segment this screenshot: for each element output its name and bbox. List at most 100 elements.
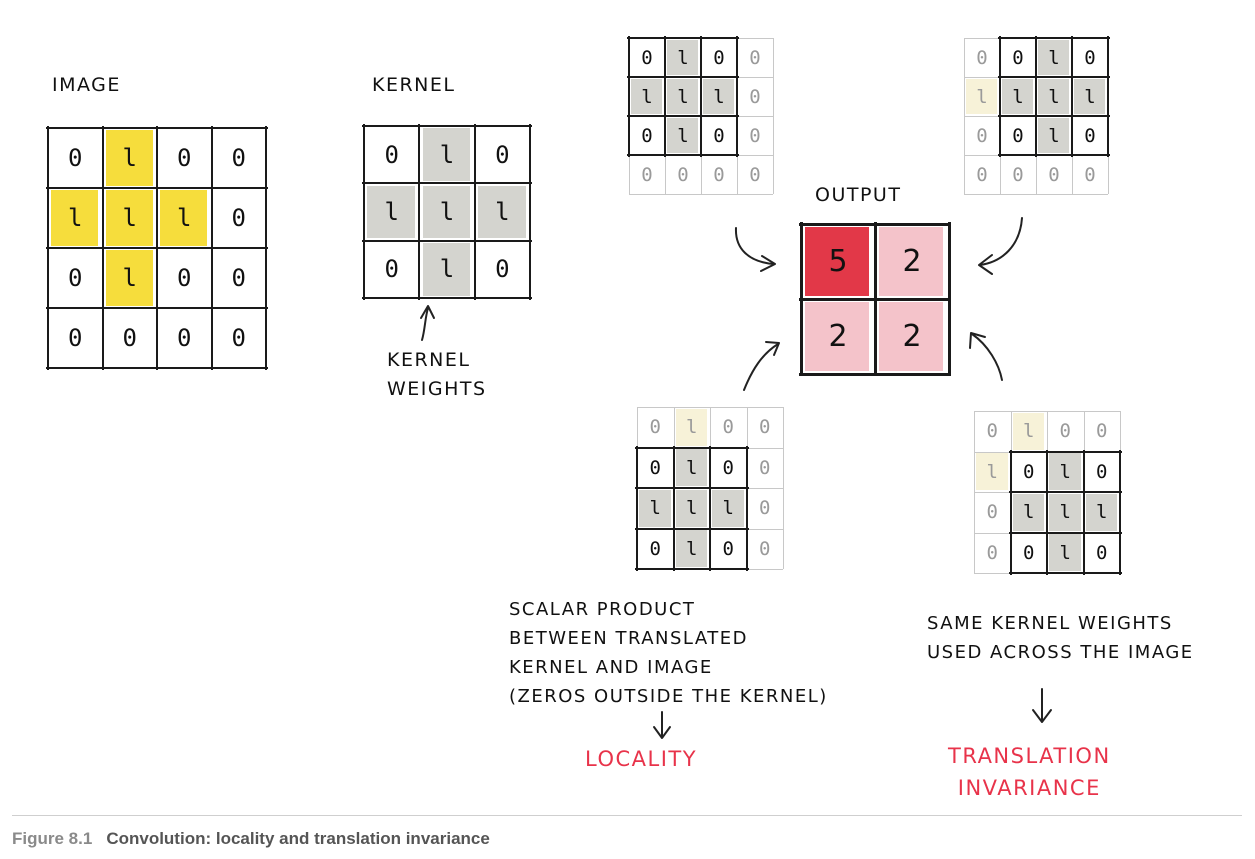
grid-line [362, 297, 532, 299]
cell-value: 0 [749, 46, 761, 69]
arrow-to-translation-invariance [1032, 688, 1052, 723]
cell-value: l [439, 255, 455, 284]
bl-cell: 0 [637, 407, 674, 448]
faint-grid-line [629, 194, 773, 195]
cell-value: 0 [759, 537, 771, 560]
cell-shade [422, 128, 471, 182]
bl-cell: 0 [710, 407, 747, 448]
br-cell: l [1011, 492, 1048, 533]
scalar-product-note: SCALAR PRODUCT BETWEEN TRANSLATED KERNEL… [509, 599, 828, 707]
cell-value: l [686, 416, 698, 439]
cell-value: 0 [713, 124, 725, 147]
image-cell: 0 [157, 248, 212, 308]
tr-cell: l [1036, 116, 1072, 155]
grid-line [998, 76, 1110, 78]
image-cell: l [157, 188, 212, 248]
cell-shade [1002, 78, 1034, 115]
grid-line [418, 124, 421, 300]
cell-value: 0 [976, 124, 988, 147]
tl-cell: 0 [701, 116, 737, 155]
tl-cell: 0 [737, 155, 773, 194]
cell-value: 0 [495, 255, 510, 284]
cell-value: 0 [68, 264, 83, 292]
cell-shade [675, 449, 708, 487]
grid-line [736, 36, 738, 157]
grid-line [473, 124, 476, 300]
grid-line [999, 36, 1001, 157]
grid-line [362, 239, 532, 242]
kernel-cell: 0 [475, 241, 530, 298]
cell-value: l [1096, 501, 1108, 524]
bl-cell: l [674, 407, 711, 448]
cell-value: l [68, 204, 83, 232]
cell-value: 0 [649, 456, 661, 479]
cell-value: 0 [641, 163, 653, 186]
cell-value: 0 [177, 264, 192, 292]
cell-shade [675, 530, 708, 568]
cell-value: 2 [828, 319, 848, 354]
cell-shade [639, 489, 671, 527]
cell-value: 0 [231, 264, 246, 292]
faint-grid-line [773, 38, 774, 194]
br-cell: 0 [1084, 411, 1121, 452]
bl-cell: 0 [747, 488, 784, 529]
cell-value: 0 [231, 144, 246, 172]
image-cell: 0 [212, 308, 267, 368]
br-cell: l [1011, 411, 1048, 452]
image-cell: 0 [157, 128, 212, 188]
grid-line [664, 36, 666, 157]
br-cell: 0 [1011, 533, 1048, 574]
cell-shade [667, 39, 699, 76]
cell-value: l [677, 85, 689, 108]
cell-value: l [986, 460, 998, 483]
cell-shade [1038, 117, 1070, 154]
arrow-top-left-to-output [734, 227, 776, 272]
grid-line [635, 446, 749, 449]
locality-label: LOCALITY [585, 747, 698, 771]
output-cell: 2 [875, 299, 949, 374]
br-cell: 0 [974, 411, 1011, 452]
grid-line [1046, 449, 1048, 575]
translation-invariance-label: TRANSLATION INVARIANCE [948, 744, 1111, 800]
tl-cell: 0 [737, 116, 773, 155]
cell-value: l [384, 197, 399, 226]
grid-line [635, 568, 749, 570]
cell-value: 0 [749, 163, 761, 186]
faint-grid-line [964, 38, 965, 194]
grid-line [1071, 36, 1073, 157]
cell-value: l [722, 497, 734, 520]
cell-value: 0 [986, 541, 998, 564]
cell-value: 0 [1023, 541, 1035, 564]
grid-line [210, 126, 213, 370]
cell-value: l [495, 197, 510, 226]
cell-value: 0 [231, 204, 246, 232]
cell-value: 0 [231, 324, 246, 352]
grid-line [627, 154, 739, 156]
cell-value: 0 [749, 85, 761, 108]
tr-cell: l [1000, 77, 1036, 116]
cell-shade [631, 78, 663, 115]
grid-line [1008, 531, 1122, 534]
br-cell: 0 [1084, 533, 1121, 574]
cell-value: l [686, 456, 698, 479]
tl-cell: 0 [665, 155, 701, 194]
cell-shade [1049, 453, 1081, 491]
output-cell: 5 [801, 224, 875, 299]
faint-grid-line [783, 407, 784, 569]
kernel-title: KERNEL [372, 74, 456, 96]
tl-cell: l [665, 38, 701, 77]
cell-value: l [1048, 124, 1060, 147]
cell-value: 0 [641, 46, 653, 69]
cell-value: 0 [384, 255, 399, 284]
grid-line [1119, 449, 1121, 575]
cell-value: 0 [1084, 46, 1096, 69]
cell-value: 0 [641, 124, 653, 147]
tl-cell: 0 [629, 38, 665, 77]
br-cell: 0 [974, 492, 1011, 533]
cell-value: 0 [1096, 420, 1108, 443]
